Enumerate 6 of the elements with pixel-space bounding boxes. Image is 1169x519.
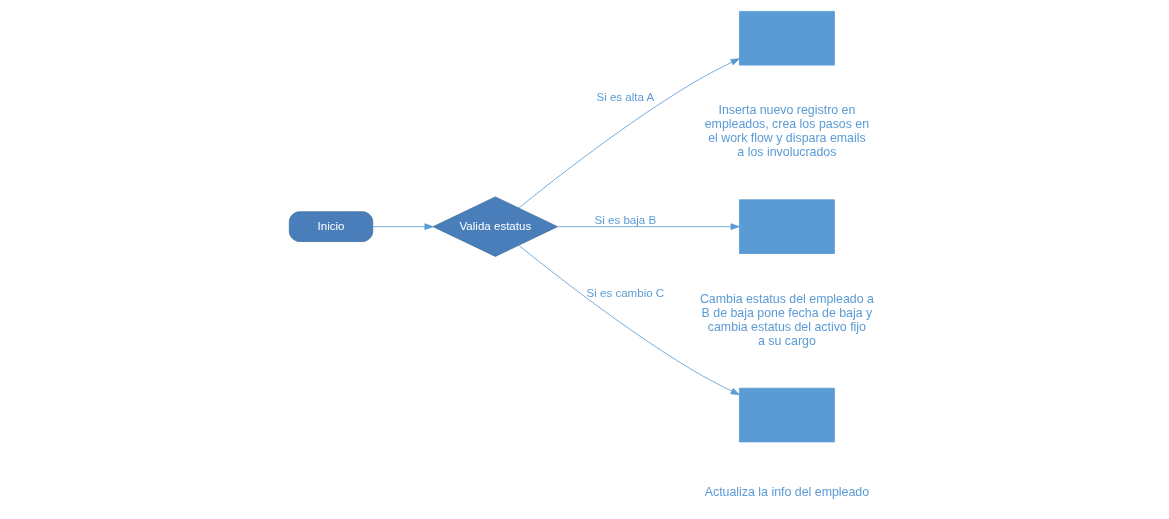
- edge-label: Si es baja B: [594, 213, 656, 226]
- edge-label: Si es cambio C: [586, 287, 664, 300]
- node-label: Actualiza la info del empleado: [704, 484, 869, 499]
- edge-label: Si es alta A: [595, 91, 654, 104]
- node-label: Inserta nuevo registro en empleados, crea los pasos en el work flow y dispara emails a los involucrados: [704, 103, 869, 160]
- node-label: Cambia estatus del empleado a B de baja pone fecha de baja y cambia estatus del activo fijo a su cargo: [699, 291, 874, 348]
